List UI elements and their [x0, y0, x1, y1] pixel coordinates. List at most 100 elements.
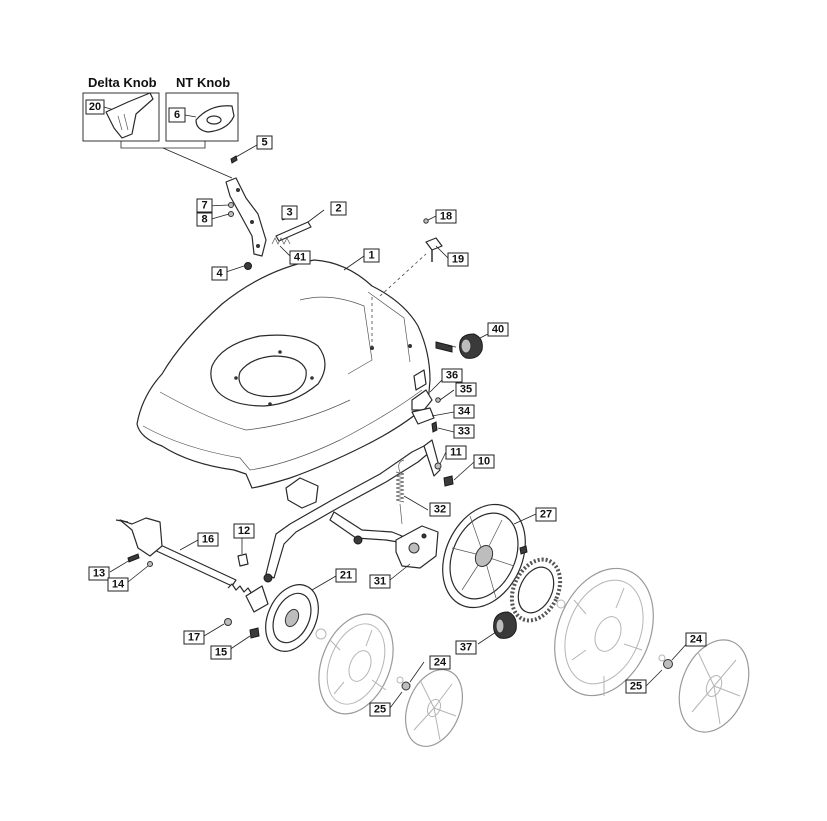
- screw-15: [249, 627, 260, 639]
- svg-text:33: 33: [458, 426, 470, 438]
- svg-text:12: 12: [238, 525, 250, 537]
- svg-text:7: 7: [201, 200, 207, 212]
- nut-14: [147, 561, 153, 567]
- callout-27: 27: [535, 507, 557, 522]
- screw-33: [431, 421, 438, 433]
- nt-knob-icon: [195, 105, 235, 133]
- svg-text:13: 13: [93, 568, 105, 580]
- callout-24-front: 24: [429, 655, 451, 670]
- callout-21: 21: [335, 568, 357, 583]
- svg-text:32: 32: [434, 504, 446, 516]
- callout-20: 20: [89, 101, 101, 113]
- svg-text:1: 1: [368, 250, 374, 262]
- svg-text:2: 2: [335, 203, 341, 215]
- svg-text:40: 40: [492, 324, 504, 336]
- washers-7-8: [228, 202, 234, 217]
- callout-14: 14: [107, 577, 129, 592]
- pinion-37: [493, 611, 517, 639]
- callout-34: 34: [453, 404, 475, 419]
- callout-7: 7: [196, 198, 213, 213]
- axle-16: [115, 517, 269, 613]
- svg-text:5: 5: [261, 137, 267, 149]
- svg-text:14: 14: [112, 579, 125, 591]
- callout-35: 35: [455, 382, 477, 397]
- svg-text:4: 4: [216, 268, 223, 280]
- pin-2: [275, 221, 312, 242]
- rear-washer-24: [658, 654, 673, 669]
- pivot-bracket: [285, 477, 319, 509]
- gear-ring: [509, 557, 563, 623]
- svg-text:36: 36: [446, 370, 458, 382]
- svg-text:18: 18: [440, 211, 452, 223]
- callout-32: 32: [429, 502, 451, 517]
- bracket-36: [411, 389, 433, 411]
- svg-text:25: 25: [374, 704, 386, 716]
- svg-text:34: 34: [458, 406, 471, 418]
- callout-2: 2: [330, 201, 347, 216]
- callout-36: 36: [441, 368, 463, 383]
- svg-text:24: 24: [434, 657, 447, 669]
- callout-4: 4: [211, 266, 228, 281]
- svg-text:10: 10: [478, 456, 490, 468]
- rear-wheel: [554, 567, 654, 697]
- callout-40: 40: [487, 322, 509, 337]
- svg-text:25: 25: [630, 681, 642, 693]
- callout-15: 15: [210, 645, 232, 660]
- callout-31: 31: [369, 574, 391, 589]
- nt-knob-option: NT Knob 6: [165, 75, 239, 142]
- svg-text:3: 3: [286, 207, 292, 219]
- callout-25-rear: 25: [625, 679, 647, 694]
- callout-6: 6: [174, 109, 180, 121]
- callout-10: 10: [473, 454, 495, 469]
- svg-text:19: 19: [452, 254, 464, 266]
- callout-12: 12: [233, 523, 255, 539]
- rear-drive-disc-27: [442, 503, 528, 609]
- callout-11: 11: [445, 445, 467, 460]
- nut-17: [224, 618, 232, 626]
- delta-knob-title: Delta Knob: [88, 75, 157, 90]
- callout-18: 18: [435, 209, 457, 224]
- delta-knob-option: Delta Knob 20: [82, 75, 160, 142]
- callout-16: 16: [197, 532, 219, 547]
- callout-8: 8: [196, 212, 213, 227]
- screw-35: [435, 397, 441, 403]
- callout-labels: 1 2 3 4 5 7 8 10 11 12 13 14 15 16 17 18…: [88, 135, 707, 717]
- callout-37: 37: [455, 640, 477, 655]
- callout-3: 3: [281, 205, 298, 220]
- screw-10: [443, 475, 454, 487]
- nut-4: [244, 262, 252, 270]
- callout-24-rear: 24: [685, 632, 707, 647]
- front-washer-24: [396, 676, 411, 691]
- height-lever-3: [225, 177, 267, 257]
- callout-17: 17: [183, 630, 205, 645]
- callout-33: 33: [453, 424, 475, 439]
- svg-text:35: 35: [460, 384, 472, 396]
- svg-text:8: 8: [201, 214, 207, 226]
- svg-text:17: 17: [188, 632, 200, 644]
- nt-knob-title: NT Knob: [176, 75, 230, 90]
- mower-deck-1: [136, 259, 431, 489]
- adjuster-19: [425, 237, 443, 262]
- delta-knob-icon: [105, 92, 154, 139]
- spacer-11: [434, 462, 442, 470]
- svg-text:15: 15: [215, 647, 227, 659]
- svg-text:31: 31: [374, 576, 386, 588]
- svg-text:27: 27: [540, 509, 552, 521]
- screw-13: [127, 553, 140, 563]
- roller-40: [459, 333, 483, 359]
- spring-32: [395, 459, 405, 525]
- spring-41: [271, 237, 291, 245]
- svg-text:11: 11: [450, 447, 462, 459]
- screw-5: [230, 144, 258, 164]
- front-hubcap: [405, 669, 463, 747]
- callout-19: 19: [447, 252, 469, 267]
- svg-text:41: 41: [294, 252, 306, 264]
- nut-12: [237, 553, 249, 567]
- svg-text:21: 21: [340, 570, 352, 582]
- svg-text:24: 24: [690, 634, 703, 646]
- wheel-bracket-31: [395, 525, 439, 569]
- svg-text:16: 16: [202, 534, 214, 546]
- callout-13: 13: [88, 566, 110, 581]
- callout-5: 5: [256, 135, 273, 150]
